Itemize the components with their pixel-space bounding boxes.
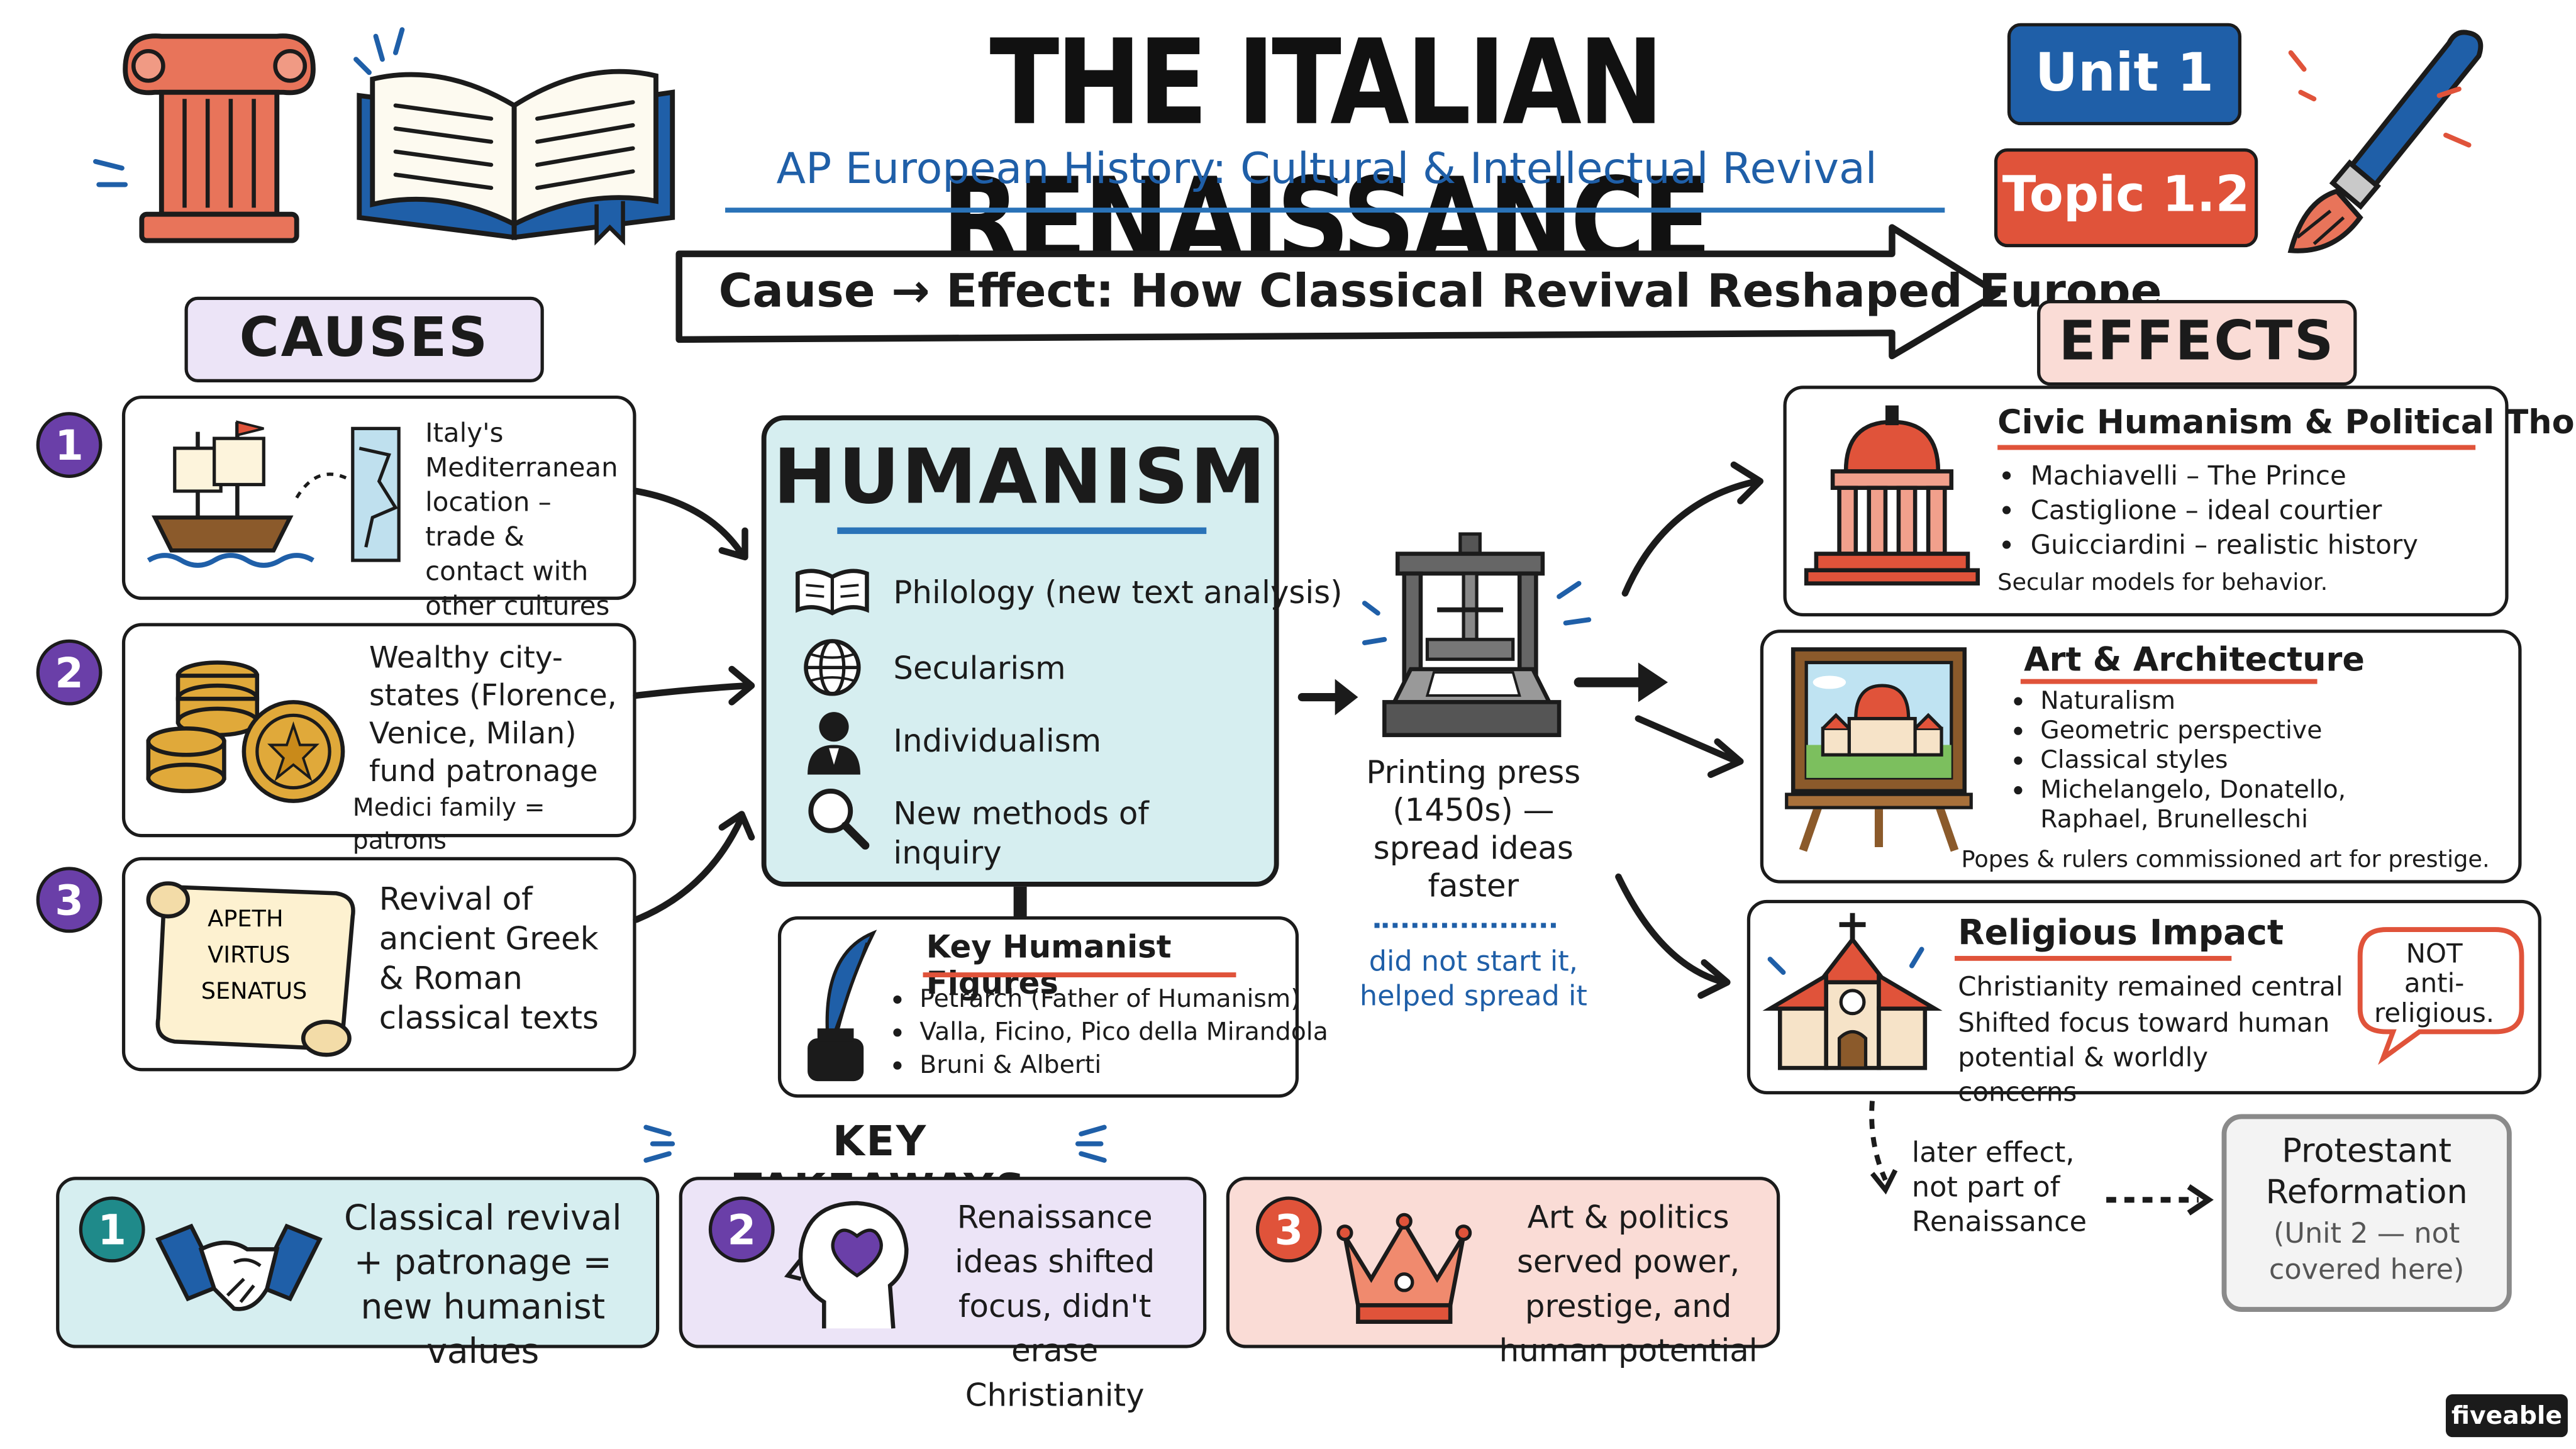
later-effect-note: later effect, not part of Renaissance [1911,1137,2087,1240]
cause-note-2: Medici family = patrons [352,792,545,856]
unit-badge: Unit 1 [2007,23,2242,126]
religion-line-2: Shifted focus toward human potential & w… [1958,1007,2330,1108]
press-divider [1374,923,1556,928]
reformation-sub: (Unit 2 — not covered here) [2268,1218,2465,1287]
reformation-box [2221,1114,2512,1312]
cause-text-3: Revival of ancient Greek & Roman classic… [379,882,599,1037]
church-icon [1762,913,1943,1070]
civic-item-2: Castiglione – ideal courtier [2031,493,2525,528]
scroll-word-1: APETH [208,905,283,932]
printing-press-icon [1362,532,1592,738]
humanism-item-inquiry: New methods of inquiry [893,796,1149,872]
banner-arrow [675,224,2001,360]
humanism-heading: HUMANISM [773,431,1267,521]
humanism-item-individualism: Individualism [893,723,1102,760]
takeaway-number-3: 3 [1255,1196,1322,1263]
cause-number-1: 1 [36,412,103,478]
cause-text-1: Italy's Mediterranean location – trade &… [425,417,618,621]
art-item-2: Geometric perspective [2040,715,2370,745]
cause-arrows [633,487,755,923]
figure-item-3: Bruni & Alberti [919,1048,1325,1081]
government-building-icon [1804,405,1980,586]
globe-icon [804,639,861,696]
takeaway-card-2 [679,1177,1207,1348]
civic-heading: Civic Humanism & Political Thought [1997,402,2576,442]
art-list: Naturalism Geometric perspective Classic… [2011,686,2370,834]
takeaways-dashes [643,1124,1107,1163]
magnifier-icon [808,788,870,850]
effect-arrows [1574,461,1764,999]
takeaway-text-2: Renaissance ideas shifted focus, didn't … [955,1199,1155,1414]
speech-bubble-icon [2357,927,2524,1065]
causes-heading: CAUSES [184,296,544,382]
later-effect-arrows [1869,1101,2214,1216]
quill-icon [808,930,877,1082]
humanism-press-arrow [1297,679,1358,716]
subtitle-underline [725,208,1945,213]
open-book-illustration-icon [357,69,675,246]
accent-dashes-book [353,27,405,75]
handshake-icon [155,1223,323,1311]
topic-badge: Topic 1.2 [1994,148,2258,248]
easel-painting-icon [1785,647,1973,852]
humanism-underline [837,527,1207,535]
ship-icon [147,420,401,568]
civic-list: Machiavelli – The Prince Castiglione – i… [2001,458,2524,562]
civic-item-3: Guicciardini – realistic history [2031,528,2525,562]
humanism-connector [1013,886,1027,920]
figure-item-2: Valla, Ficino, Pico della Mirandola [919,1015,1328,1048]
reformation-title: Protestant Reformation [2265,1130,2468,1212]
coins-icon [146,660,345,803]
figure-item-1: Petrarch (Father of Humanism) [919,982,1325,1015]
banner-text: Cause → Effect: How Classical Revival Re… [718,264,2162,318]
scroll-word-2: VIRTUS [208,941,290,968]
religion-heading-underline [1955,955,2232,961]
figures-list: Petrarch (Father of Humanism) Valla, Fic… [890,982,1328,1081]
scroll-word-3: SENATUS [201,977,308,1004]
takeaway-card-3 [1226,1177,1780,1348]
civic-note: Secular models for behavior. [1997,570,2328,597]
art-heading: Art & Architecture [2024,639,2365,679]
civic-heading-underline [1997,445,2476,450]
column-icon [123,33,316,243]
civic-item-1: Machiavelli – The Prince [2031,458,2525,493]
press-caption: Printing press (1450s) — spread ideas fa… [1366,755,1581,905]
open-book-icon [796,569,869,616]
art-item-1: Naturalism [2040,686,2370,715]
brand-logo: fiveable [2445,1394,2568,1438]
humanism-item-philology: Philology (new text analysis) [893,575,1343,612]
head-heart-icon [784,1201,909,1329]
press-note: did not start it, helped spread it [1359,946,1587,1014]
art-note: Popes & rulers commissioned art for pres… [1961,847,2490,874]
religion-heading: Religious Impact [1958,913,2284,953]
art-heading-underline [2020,679,2318,684]
scroll-icon: APETH VIRTUS SENATUS [146,881,355,1057]
religion-line-1: Christianity remained central [1958,970,2343,1002]
takeaway-text-3: Art & politics served power, prestige, a… [1499,1199,1758,1370]
figures-card [777,916,1299,1098]
takeaway-number-2: 2 [708,1196,775,1263]
humanism-item-secularism: Secularism [893,651,1066,687]
figures-heading-underline [923,972,1236,978]
cause-number-3: 3 [36,867,103,933]
takeaway-number-1: 1 [79,1196,145,1263]
paintbrush-icon [2287,30,2484,253]
effects-heading: EFFECTS [2037,299,2357,386]
art-item-3: Classical styles [2040,745,2370,775]
accent-dashes-left [93,158,128,187]
crown-icon [1336,1213,1472,1324]
cause-text-2: Wealthy city-states (Florence, Venice, M… [369,641,617,790]
person-icon [808,712,860,775]
figures-heading: Key Humanist Figures [926,930,1172,1002]
takeaway-card-1 [56,1177,660,1348]
takeaway-text-1: Classical revival + patronage = new huma… [344,1198,622,1372]
page-subtitle: AP European History: Cultural & Intellec… [776,145,1877,195]
cause-number-2: 2 [36,639,103,706]
art-item-4: Michelangelo, Donatello, Raphael, Brunel… [2040,775,2370,834]
religion-bubble-text: NOT anti-religious. [2374,938,2495,1029]
